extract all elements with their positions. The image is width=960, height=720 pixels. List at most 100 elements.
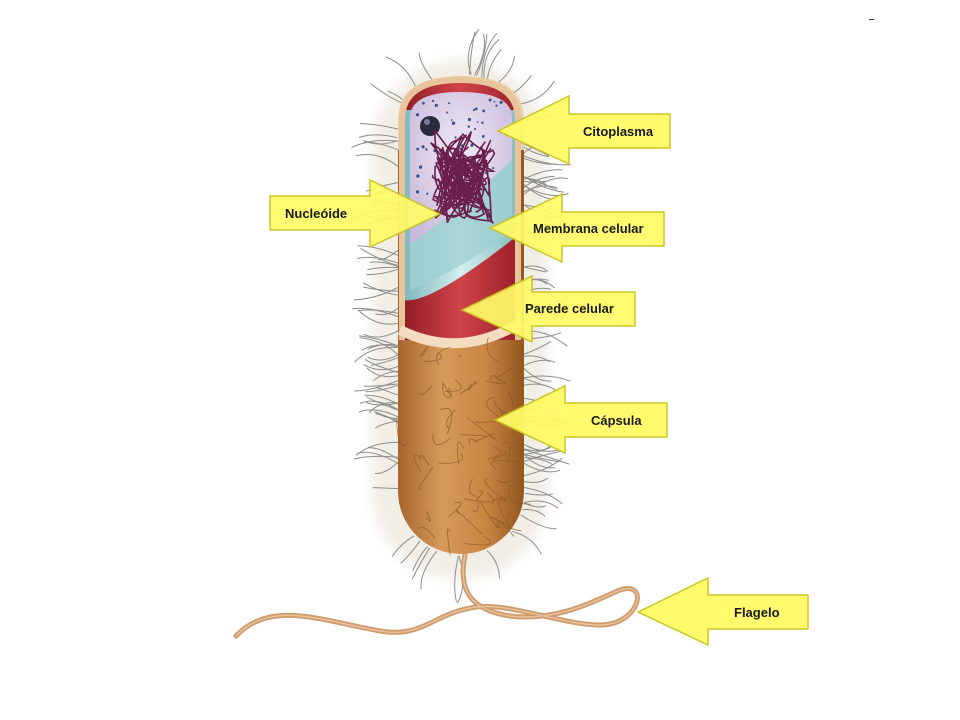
- pilus: [523, 444, 559, 452]
- ribosome: [450, 119, 453, 121]
- pilus: [523, 368, 552, 382]
- capsule-fiber: [459, 381, 478, 395]
- ribosome: [499, 100, 503, 104]
- pilus: [355, 441, 399, 456]
- ribosome: [426, 192, 429, 195]
- capsule-fiber: [418, 454, 430, 467]
- capsule-fiber: [490, 460, 519, 470]
- pilus: [358, 409, 399, 418]
- pilus: [418, 52, 434, 81]
- capsule-fiber: [468, 478, 478, 498]
- label-nucleoide: Nucleóide: [269, 178, 442, 249]
- ribosome: [488, 98, 492, 102]
- pilus: [357, 309, 399, 314]
- pilus: [522, 508, 546, 517]
- capsule-fiber: [413, 454, 424, 473]
- pilus: [358, 335, 399, 347]
- pilus: [363, 330, 399, 338]
- capsule-fiber: [440, 408, 453, 435]
- pilus: [364, 394, 399, 405]
- capsule-fiber: [502, 441, 511, 462]
- pilus: [523, 180, 547, 183]
- text-capsula: Cápsula: [591, 413, 642, 428]
- pilus: [486, 48, 502, 80]
- pilus: [354, 380, 399, 392]
- pilus: [375, 461, 399, 474]
- ribosome: [472, 108, 475, 112]
- capsule-fiber: [487, 446, 502, 460]
- capsule-fiber: [494, 366, 514, 378]
- capsule-fibers: [396, 337, 531, 556]
- pilus: [366, 268, 399, 276]
- pilus: [475, 34, 488, 77]
- pilus: [523, 177, 569, 195]
- pilus: [363, 139, 399, 145]
- capsule-fiber: [472, 502, 479, 513]
- pilus: [420, 550, 438, 590]
- text-citoplasma: Citoplasma: [583, 124, 654, 139]
- pilus: [363, 286, 399, 292]
- pilus: [524, 492, 553, 496]
- pilus: [367, 266, 399, 271]
- capsule-fiber: [468, 438, 478, 446]
- ribosome: [446, 111, 449, 114]
- ribosome: [416, 174, 420, 178]
- ribosome: [476, 121, 479, 123]
- label-parede: Parede celular: [460, 274, 636, 344]
- capsule-fiber: [436, 346, 451, 366]
- capsule-fiber: [492, 451, 507, 461]
- pilus: [523, 355, 550, 363]
- pilus: [454, 555, 459, 603]
- capsule-fiber: [508, 484, 531, 505]
- pilus: [523, 143, 549, 157]
- pilus: [363, 383, 399, 387]
- pilus: [483, 39, 500, 79]
- capsule-fiber: [446, 528, 451, 556]
- pilus: [365, 396, 399, 411]
- pilus: [523, 487, 563, 505]
- capsule-fiber: [448, 501, 462, 518]
- pilus: [474, 33, 485, 76]
- capsule-fiber: [444, 379, 462, 392]
- ribosome: [416, 113, 420, 117]
- pilus: [365, 384, 399, 393]
- arrow-membrana: [488, 192, 665, 264]
- pilus: [523, 477, 549, 484]
- pilus: [520, 514, 557, 530]
- pilus: [523, 449, 570, 465]
- capsule-fiber: [425, 510, 431, 522]
- arrow-parede: [460, 274, 636, 344]
- pilus: [412, 546, 428, 571]
- ribosome: [421, 145, 425, 149]
- pilus: [523, 175, 564, 193]
- capsule-fiber: [419, 346, 428, 358]
- pilus: [360, 123, 398, 130]
- capsule-fiber: [485, 378, 507, 385]
- pilus: [523, 266, 547, 273]
- capsule-fiber: [457, 441, 464, 465]
- pilus: [523, 375, 571, 382]
- capsule-fiber: [459, 434, 487, 437]
- capsule-fiber: [423, 351, 442, 363]
- pilus: [523, 445, 551, 455]
- pilus: [370, 357, 399, 366]
- capsule-fiber: [480, 502, 501, 529]
- pilus: [354, 287, 399, 301]
- ribosome: [467, 125, 470, 128]
- label-citoplasma: Citoplasma: [496, 94, 671, 166]
- pilus: [523, 457, 563, 477]
- ribosome: [434, 103, 438, 107]
- pilus: [391, 535, 415, 557]
- capsule-fiber: [457, 354, 462, 358]
- capsule-fiber: [464, 535, 491, 546]
- pilus: [486, 550, 500, 579]
- nucleoid: [430, 128, 496, 224]
- pilus: [372, 370, 399, 382]
- pilus: [523, 501, 547, 508]
- ribosome: [416, 147, 420, 151]
- corner-mark: [869, 19, 874, 20]
- pilus: [511, 530, 542, 555]
- pilus: [363, 282, 399, 296]
- ribosome: [481, 135, 485, 138]
